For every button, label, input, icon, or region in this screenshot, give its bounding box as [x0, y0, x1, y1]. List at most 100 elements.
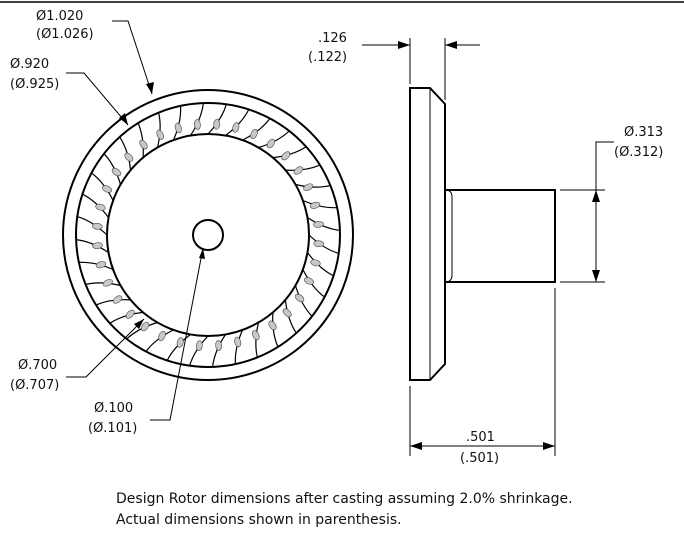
turbine-blade [85, 282, 121, 287]
turbine-blade [172, 105, 182, 141]
outer-rim-outer [62, 89, 354, 381]
dim-overall-length: .501 [466, 430, 495, 445]
turbine-blade [285, 164, 321, 171]
blade-pocket [293, 166, 304, 175]
turbine-blade [225, 109, 250, 136]
blade-pocket [112, 295, 123, 304]
turbine-blade [207, 104, 227, 135]
blade-pocket [92, 242, 103, 249]
blade-pocket [281, 151, 291, 161]
blade-pocket [125, 309, 135, 319]
dim-hub-diameter-actual: (Ø.312) [614, 145, 663, 160]
blade-pocket [268, 320, 277, 331]
hub-profile [445, 189, 556, 283]
blade-pocket [158, 330, 166, 342]
turbine-blade [295, 183, 331, 188]
blade-pocket [176, 337, 184, 348]
blade-pocket [194, 119, 201, 130]
blade-pocket [95, 203, 106, 211]
front-view: Ø1.020 (Ø1.026) Ø.920 (Ø.925) Ø.700 (Ø.7… [10, 9, 354, 436]
blade-pocket [282, 308, 292, 318]
arrowhead [592, 270, 600, 282]
blade-pocket [101, 185, 113, 193]
leader-blade-outer-diameter [66, 72, 129, 126]
blade-pocket [310, 259, 321, 267]
hub-fillet [444, 189, 453, 283]
blade-pocket [232, 122, 240, 133]
arrowhead [199, 248, 205, 259]
turbine-blade [307, 252, 334, 277]
dim-outer-diameter: Ø1.020 [36, 9, 83, 24]
blade-pocket [266, 138, 275, 149]
dim-outer-diameter-actual: (Ø1.026) [36, 27, 94, 42]
note-shrinkage: Design Rotor dimensions after casting as… [116, 491, 573, 507]
dim-blade-outer-diameter: Ø.920 [10, 57, 49, 72]
turbine-blade [294, 285, 313, 317]
turbine-blade [95, 299, 131, 306]
turbine-blade [126, 321, 158, 340]
blade-pocket [92, 222, 103, 230]
blade-pocket [195, 340, 203, 351]
blade-pocket [174, 122, 182, 134]
arrowhead [398, 41, 410, 49]
blade-pocket [250, 128, 258, 140]
note-actual-dimensions: Actual dimensions shown in parenthesis. [116, 512, 402, 528]
turbine-blade [137, 122, 144, 158]
arrowhead [592, 190, 600, 202]
blade-pocket [303, 277, 315, 285]
arrowhead [134, 319, 144, 329]
turbine-blade [76, 239, 109, 254]
dim-hub-diameter: Ø.313 [624, 125, 663, 140]
turbine-blade [302, 199, 338, 209]
turbine-blade [77, 216, 108, 236]
turbine-blade [258, 130, 290, 149]
side-view: .126 (.122) Ø.313 (Ø.312) .501 (.501) [308, 31, 663, 466]
blade-ring [76, 103, 340, 367]
turbine-blade [78, 261, 114, 271]
turbine-blade [284, 299, 297, 334]
turbine-blade [166, 334, 191, 361]
turbine-blade [103, 153, 122, 185]
turbine-blade [308, 234, 339, 254]
blade-pocket [124, 152, 134, 162]
blade-pocket [313, 221, 324, 228]
blade-pocket [141, 321, 150, 332]
blade-pocket [139, 139, 148, 150]
dim-blade-outer-diameter-actual: (Ø.925) [10, 77, 59, 92]
turbine-blade [145, 329, 174, 352]
blade-pocket [213, 119, 221, 130]
dim-bore-diameter-actual: (Ø.101) [88, 421, 137, 436]
turbine-blade [119, 136, 132, 171]
dim-flange-thickness-actual: (.122) [308, 50, 347, 65]
turbine-blade [82, 193, 109, 218]
turbine-blade [242, 118, 271, 141]
blade-pocket [294, 293, 305, 302]
leader-bore-diameter [150, 247, 204, 421]
blade-pocket [313, 240, 324, 248]
blade-pocket [309, 201, 321, 209]
turbine-blade [272, 312, 279, 348]
turbine-blade [272, 146, 307, 159]
blade-pocket [102, 279, 113, 287]
blade-pocket [111, 168, 122, 177]
blade-pocket [215, 340, 222, 351]
outer-rim-inner [75, 102, 341, 368]
leader-outer-diameter [112, 20, 153, 95]
turbine-blade [189, 335, 209, 366]
leader-blade-inner-diameter [66, 318, 145, 378]
turbine-blade [91, 172, 114, 201]
arrowhead [445, 41, 457, 49]
blade-pocket [252, 330, 260, 341]
dim-flange-thickness: .126 [318, 31, 347, 46]
dim-blade-inner-diameter-actual: (Ø.707) [10, 378, 59, 393]
arrowhead [410, 442, 422, 450]
turbine-blade [255, 322, 260, 358]
dim-blade-inner-diameter: Ø.700 [18, 358, 57, 373]
turbine-blade [234, 329, 244, 365]
arrowhead [146, 82, 154, 94]
center-bore [192, 219, 224, 251]
blade-pocket [156, 129, 164, 140]
blade-pocket [303, 183, 314, 191]
